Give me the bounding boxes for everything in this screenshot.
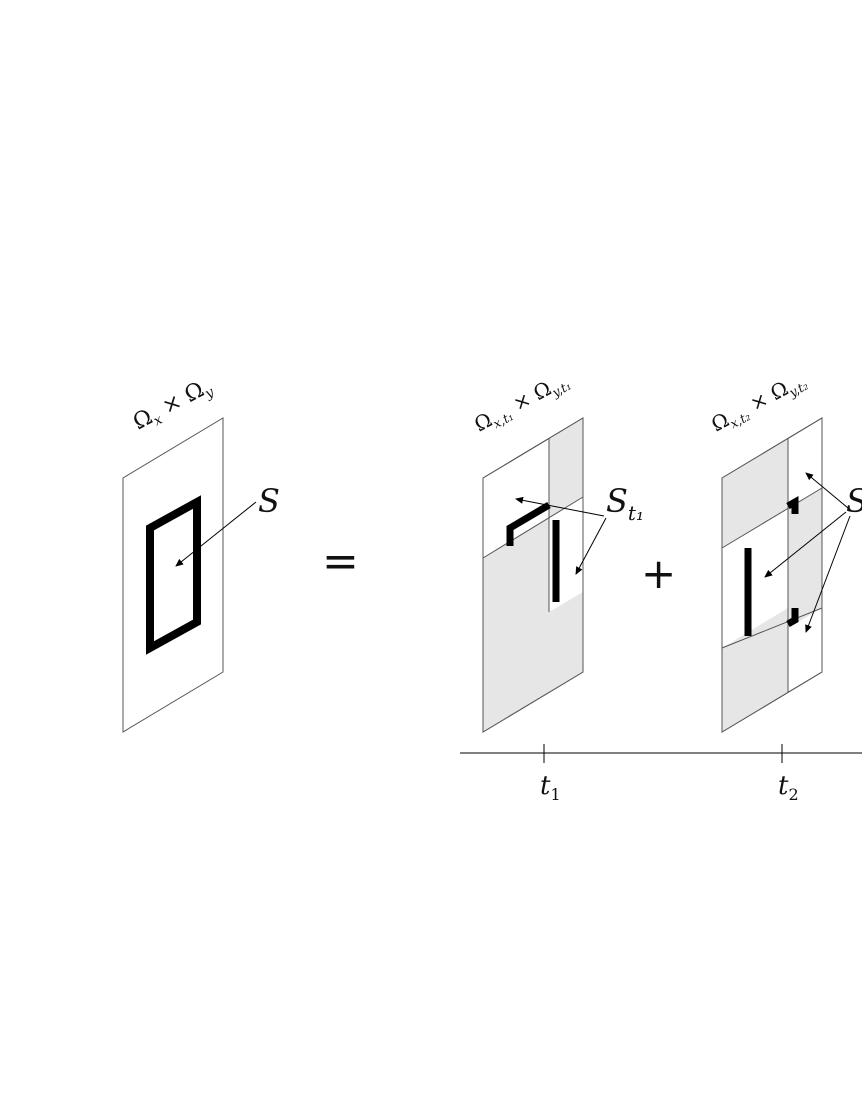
- panel-t1-set-corner-piece: [506, 501, 551, 546]
- equals-sign: =: [322, 536, 359, 587]
- panel-t2-domain-label: Ωx,t₂ × Ωy,t₂: [707, 367, 810, 439]
- panel-t2-set-top-piece: [786, 495, 799, 514]
- panel-t2-arrow-2: [764, 511, 847, 578]
- left-set-s-rectangle: [146, 495, 201, 655]
- left-domain-label: Ωx × Ωy: [129, 374, 217, 438]
- panel-t1-divider-horizontal: [482, 496, 584, 559]
- plus-sign: +: [641, 549, 676, 598]
- left-set-s-arrow: [175, 501, 257, 567]
- panel-t1-arrow-2: [575, 517, 607, 575]
- panel-t1-arrow-1: [515, 496, 605, 517]
- left-panel: S Ωx × Ωy: [122, 374, 280, 733]
- panel-t2-divider-upper: [721, 487, 823, 549]
- panel-t1-outline: [482, 417, 584, 733]
- panel-t2-divider-lower: [721, 607, 823, 649]
- panel-t2-arrow-3: [805, 515, 851, 633]
- panel-t1-set-label: St₁: [606, 482, 644, 525]
- time-axis-label-t2: t2: [778, 771, 799, 804]
- panel-t2-shaded-bottom: [722, 608, 788, 732]
- panel-t2-shaded-top: [722, 438, 788, 548]
- panel-t2-arrow-1: [805, 472, 849, 509]
- left-domain-parallelogram: [122, 417, 224, 733]
- panel-t2-outline: [721, 417, 823, 733]
- panel-t1: St₁ Ωx,t₁ × Ωy,t₁: [470, 367, 644, 733]
- time-axis: t1 t2: [460, 744, 862, 804]
- panel-t1-domain-label: Ωx,t₁ × Ωy,t₁: [470, 367, 573, 439]
- panel-t2: S Ωx,t₂ × Ωy,t₂: [707, 367, 862, 733]
- panel-t1-shaded-strip: [549, 418, 583, 518]
- left-set-s-label: S: [258, 482, 280, 520]
- panel-t2-shaded-middle: [788, 488, 822, 628]
- panel-t2-set-bottom-piece: [786, 608, 799, 628]
- time-axis-label-t1: t1: [540, 771, 561, 804]
- panel-t2-set-label: S: [846, 482, 862, 520]
